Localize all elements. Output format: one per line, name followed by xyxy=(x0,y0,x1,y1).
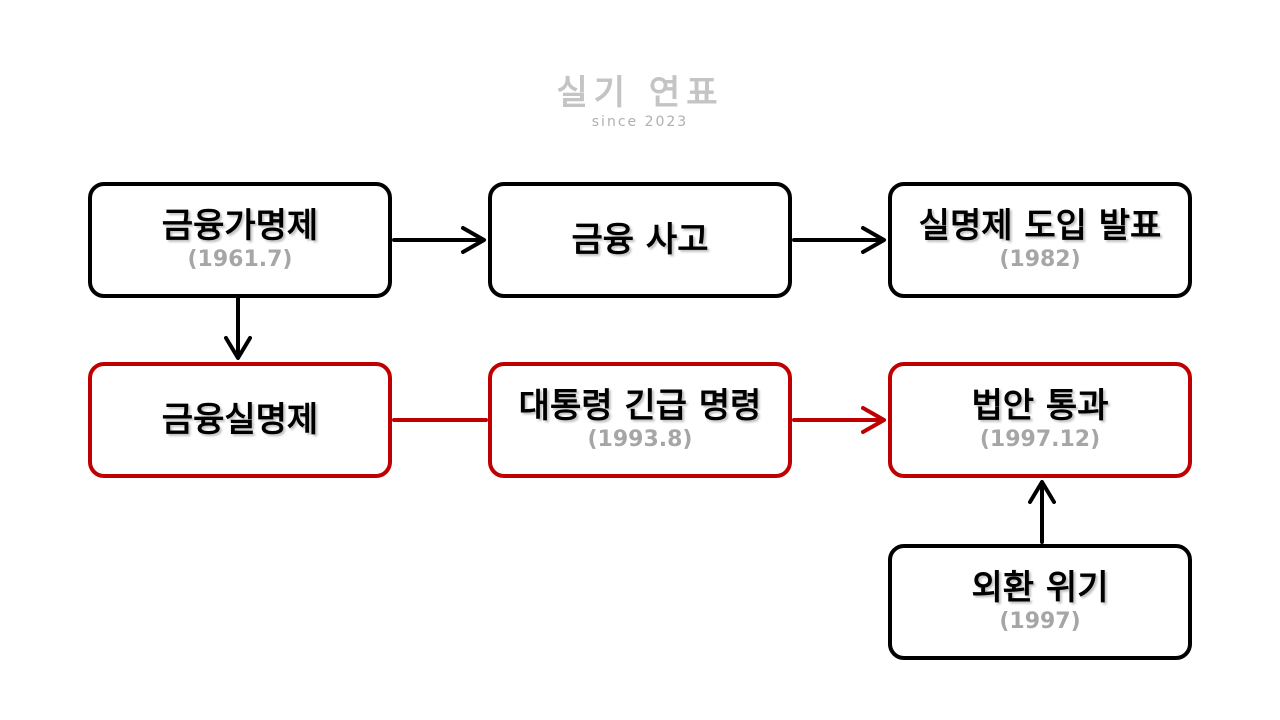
node-title: 법안 통과 xyxy=(971,386,1109,426)
node-title: 금융가명제 xyxy=(161,206,319,246)
node-title: 금융 사고 xyxy=(571,220,709,260)
watermark-subtitle: since 2023 xyxy=(591,114,689,130)
node-date: (1997) xyxy=(999,609,1081,634)
node-presidential-emergency-order: 대통령 긴급 명령 (1993.8) xyxy=(488,362,792,478)
edge-pseudonym-to-real-name xyxy=(224,296,252,360)
watermark: 실기 연표 since 2023 xyxy=(530,72,750,130)
node-currency-crisis: 외환 위기 (1997) xyxy=(888,544,1192,660)
node-date: (1993.8) xyxy=(587,427,693,452)
node-date: (1961.7) xyxy=(187,247,293,272)
node-bill-passed: 법안 통과 (1997.12) xyxy=(888,362,1192,478)
edge-emergency-order-to-bill xyxy=(792,406,886,434)
node-date: (1997.12) xyxy=(979,427,1101,452)
node-financial-real-name: 금융실명제 xyxy=(88,362,392,478)
edge-pseudonym-to-accidents xyxy=(392,226,486,254)
node-real-name-announcement: 실명제 도입 발표 (1982) xyxy=(888,182,1192,298)
node-financial-accidents: 금융 사고 xyxy=(488,182,792,298)
edge-accidents-to-announcement xyxy=(792,226,886,254)
watermark-title: 실기 연표 xyxy=(556,73,724,113)
node-date: (1982) xyxy=(999,247,1081,272)
node-title: 실명제 도입 발표 xyxy=(918,206,1162,246)
node-title: 외환 위기 xyxy=(971,568,1109,608)
node-financial-pseudonym: 금융가명제 (1961.7) xyxy=(88,182,392,298)
node-title: 금융실명제 xyxy=(161,400,319,440)
node-title: 대통령 긴급 명령 xyxy=(518,386,762,426)
edge-crisis-to-bill xyxy=(1028,480,1056,544)
